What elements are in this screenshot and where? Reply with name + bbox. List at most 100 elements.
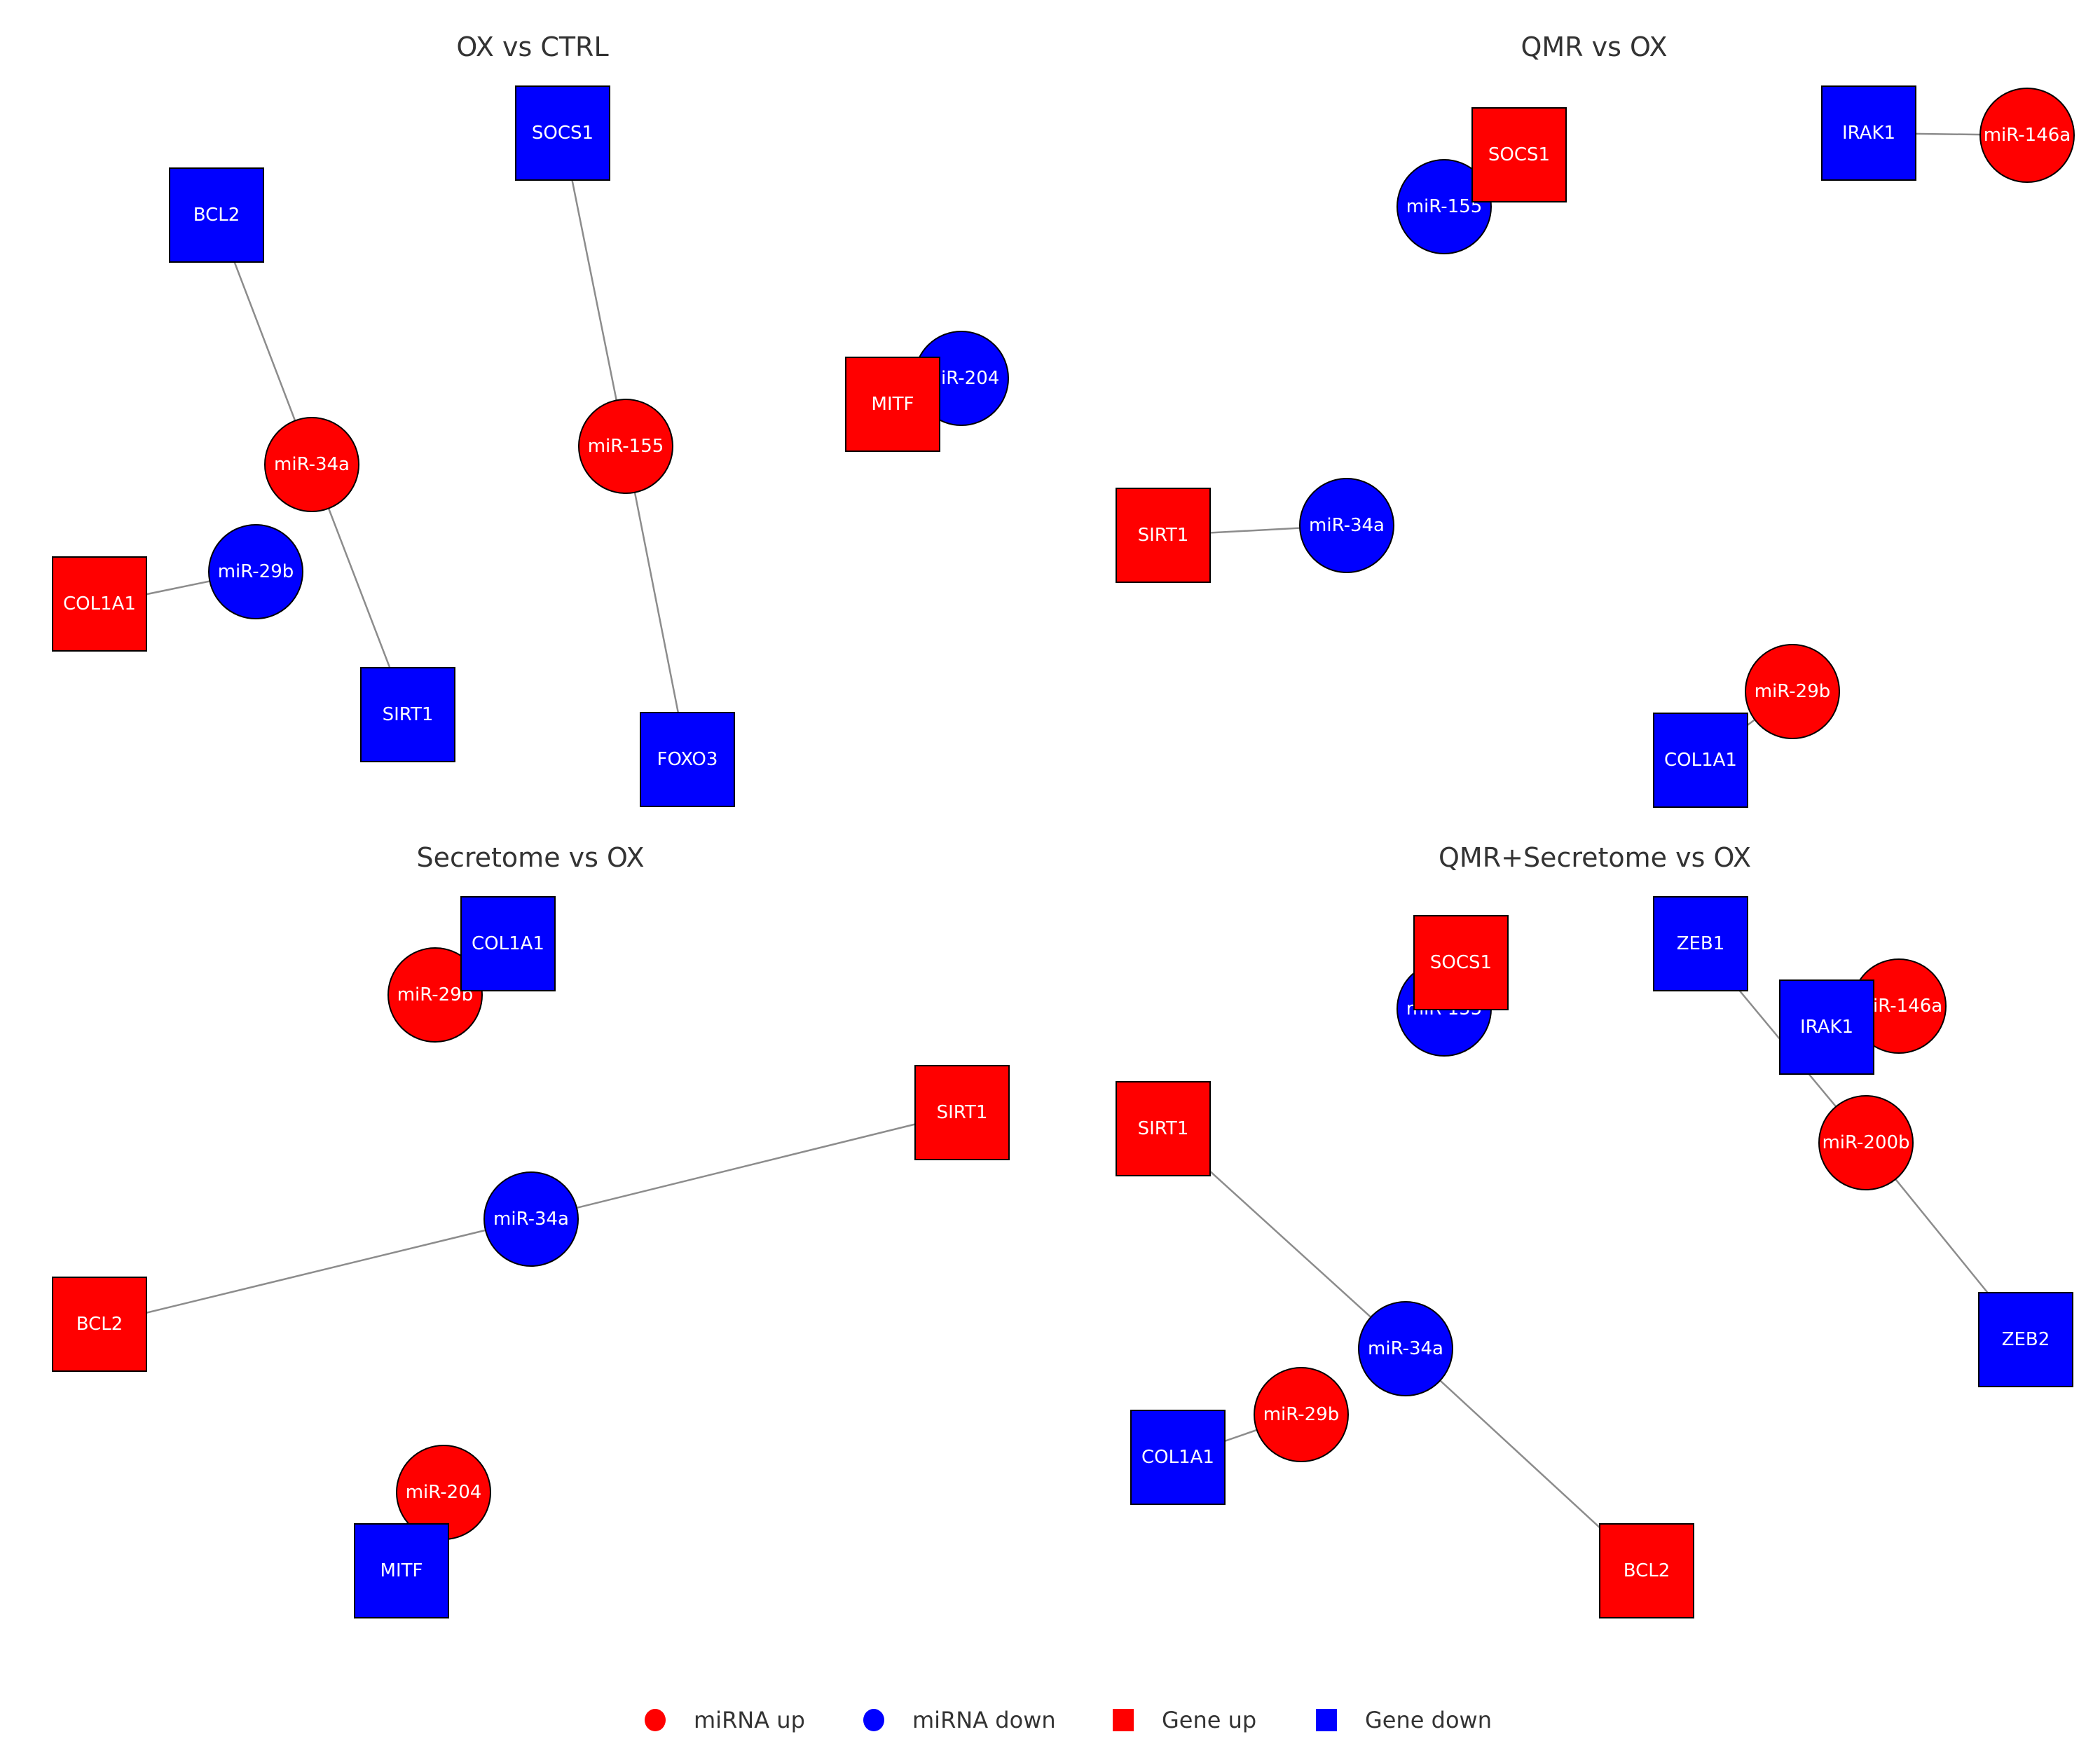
node-label: IRAK1	[1800, 1017, 1853, 1038]
panel-title: Secretome vs OX	[416, 842, 644, 873]
node-label: COL1A1	[63, 593, 136, 614]
legend-item-mirna-down: miRNA down	[863, 1707, 1056, 1733]
node-layer: SOCS1BCL2miR-34amiR-155miR-204MITFmiR-29…	[52, 85, 1009, 807]
gene-square-icon	[1116, 1081, 1211, 1176]
legend-label: Gene up	[1162, 1707, 1256, 1733]
node-label: SOCS1	[532, 123, 593, 144]
node-label: SIRT1	[937, 1102, 988, 1123]
mirna-circle-icon	[1396, 159, 1492, 254]
node-label: miR-155	[588, 436, 664, 457]
gene-square-icon	[1653, 896, 1748, 991]
node-bcl2: BCL2	[52, 1277, 147, 1372]
node-zeb2: ZEB2	[1978, 1292, 2073, 1387]
legend-label: miRNA down	[912, 1707, 1056, 1733]
gene-square-icon	[1978, 1292, 2073, 1387]
panel-ox-vs-ctrl: OX vs CTRL SOCS1BCL2miR-34amiR-155miR-20…	[52, 32, 1009, 807]
legend: miRNA up miRNA down Gene up Gene down	[645, 1707, 1492, 1733]
node-label: MITF	[380, 1560, 423, 1581]
node-label: ZEB2	[2002, 1329, 2050, 1350]
node-label: miR-29b	[218, 561, 294, 582]
square-icon	[1113, 1709, 1134, 1731]
node-label: miR-200b	[1822, 1132, 1909, 1153]
node-socs1: SOCS1	[515, 85, 610, 181]
legend-label: miRNA up	[694, 1707, 805, 1733]
node-label: miR-155	[1406, 196, 1483, 217]
node-col1a1: COL1A1	[52, 556, 147, 652]
mirna-circle-icon	[1979, 88, 2075, 183]
node-mir-204: miR-204	[396, 1445, 491, 1540]
mirna-circle-icon	[264, 417, 359, 512]
node-label: SIRT1	[1138, 525, 1189, 546]
mirna-circle-icon	[1254, 1367, 1349, 1462]
node-label: SOCS1	[1430, 952, 1492, 973]
node-label: SIRT1	[1138, 1118, 1189, 1139]
edge-bcl2-mir-34a	[99, 1218, 532, 1326]
gene-square-icon	[1599, 1523, 1694, 1618]
panel-qmr-secretome-vs-ox: QMR+Secretome vs OX miR-155SOCS1ZEB1miR-…	[1116, 842, 2073, 1618]
edge-mir-34a-sirt1	[530, 1111, 963, 1221]
mirna-circle-icon	[1299, 478, 1394, 573]
mirna-circle-icon	[1818, 1095, 1914, 1190]
edge-mir-155-foxo3	[624, 446, 689, 760]
node-mir-155: miR-155	[1396, 159, 1492, 254]
node-label: SIRT1	[383, 704, 434, 725]
node-label: SOCS1	[1488, 144, 1550, 165]
node-mir-34a: miR-34a	[483, 1171, 579, 1267]
node-sirt1: SIRT1	[914, 1065, 1010, 1160]
node-sirt1: SIRT1	[1116, 488, 1211, 583]
node-mir-155: miR-155	[578, 399, 673, 494]
mirna-circle-icon	[1745, 644, 1840, 739]
node-mir-29b: miR-29b	[1254, 1367, 1349, 1462]
legend-item-gene-down: Gene down	[1316, 1707, 1492, 1733]
node-foxo3: FOXO3	[640, 712, 735, 807]
node-mir-29b: miR-29b	[208, 524, 303, 619]
gene-square-icon	[1130, 1410, 1226, 1505]
node-label: miR-204	[406, 1482, 482, 1503]
node-mir-29b: miR-29b	[1745, 644, 1840, 739]
node-zeb1: ZEB1	[1653, 896, 1748, 991]
node-label: COL1A1	[1141, 1447, 1214, 1468]
legend-item-mirna-up: miRNA up	[645, 1707, 805, 1733]
gene-square-icon	[1653, 713, 1748, 808]
node-sirt1: SIRT1	[1116, 1081, 1211, 1176]
circle-icon	[645, 1709, 666, 1731]
panel-title: QMR vs OX	[1521, 32, 1667, 62]
node-label: miR-34a	[493, 1209, 569, 1230]
gene-square-icon	[1779, 979, 1874, 1075]
node-label: miR-34a	[1368, 1338, 1443, 1359]
node-label: IRAK1	[1842, 123, 1895, 144]
gene-square-icon	[360, 667, 455, 762]
node-label: miR-29b	[1263, 1404, 1340, 1425]
gene-square-icon	[914, 1065, 1010, 1160]
node-mir-34a: miR-34a	[1358, 1301, 1453, 1396]
circle-icon	[863, 1709, 884, 1731]
node-label: BCL2	[76, 1314, 123, 1335]
node-label: FOXO3	[657, 749, 718, 770]
gene-square-icon	[1821, 85, 1916, 181]
node-sirt1: SIRT1	[360, 667, 455, 762]
panel-title: QMR+Secretome vs OX	[1439, 842, 1751, 873]
gene-square-icon	[169, 167, 264, 263]
edge-socs1-mir-155	[561, 132, 627, 447]
panel-qmr-vs-ox: QMR vs OX miR-155 SOCS1 IRAK1 miR-146aSIRT1…	[1116, 32, 2075, 808]
node-mir-34a: miR-34a	[264, 417, 359, 512]
mirna-circle-icon	[483, 1171, 579, 1267]
node-col1a1: COL1A1	[460, 896, 556, 991]
gene-square-icon	[354, 1523, 449, 1618]
gene-square-icon	[1413, 915, 1509, 1010]
node-bcl2: BCL2	[1599, 1523, 1694, 1618]
node-bcl2: BCL2	[169, 167, 264, 263]
legend-item-gene-up: Gene up	[1113, 1707, 1256, 1733]
gene-square-icon	[52, 556, 147, 652]
node-mir-34a: miR-34a	[1299, 478, 1394, 573]
gene-square-icon	[460, 896, 556, 991]
node-layer: miR-155SOCS1ZEB1miR-146aIRAK1miR-200bZEB…	[1116, 896, 2073, 1618]
gene-square-icon	[845, 357, 940, 452]
mirna-circle-icon	[208, 524, 303, 619]
node-label: miR-146a	[1984, 125, 2071, 146]
mirna-circle-icon	[387, 947, 483, 1043]
